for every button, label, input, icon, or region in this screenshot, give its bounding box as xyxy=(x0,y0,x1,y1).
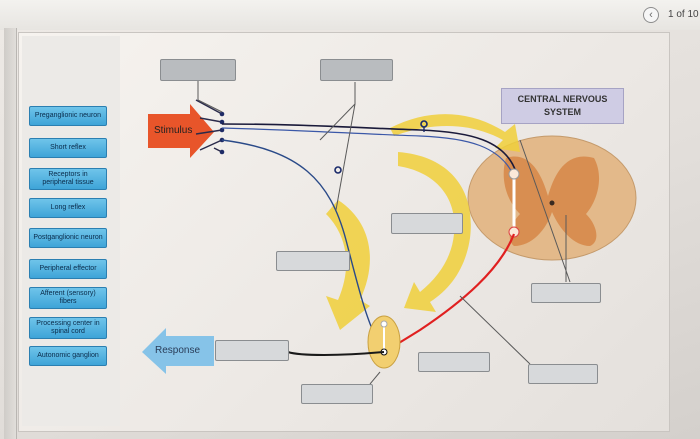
drop-target-7[interactable] xyxy=(418,352,490,372)
cns-title-line2: SYSTEM xyxy=(543,107,581,117)
drop-target-5[interactable] xyxy=(531,283,601,303)
drop-target-4[interactable] xyxy=(276,251,350,271)
stimulus-label: Stimulus xyxy=(154,125,193,136)
label-tile-receptors[interactable]: Receptors in peripheral tissue xyxy=(29,168,107,190)
label-tile-autonomic-ganglion[interactable]: Autonomic ganglion xyxy=(29,346,107,366)
receptor-dots xyxy=(219,111,225,155)
sensory-fiber-to-ganglion xyxy=(221,139,381,347)
cns-title-line1: CENTRAL NERVOUS xyxy=(517,94,608,104)
chevron-left-icon[interactable]: ‹ xyxy=(643,7,659,23)
label-tile-processing-center[interactable]: Processing center in spinal cord xyxy=(29,317,107,339)
drop-target-8[interactable] xyxy=(528,364,598,384)
drop-target-3[interactable] xyxy=(391,213,463,234)
central-canal xyxy=(549,200,555,206)
stimulus-arrow xyxy=(148,104,214,158)
sensory-cell-body xyxy=(334,166,342,174)
response-label: Response xyxy=(155,345,201,356)
long-reflex-arrow xyxy=(398,152,471,312)
left-rail xyxy=(4,28,17,439)
afferent-fiber xyxy=(221,123,517,173)
label-tile-long-reflex[interactable]: Long reflex xyxy=(29,198,107,218)
label-tile-peripheral-effector[interactable]: Peripheral effector xyxy=(29,259,107,279)
label-tile-short-reflex[interactable]: Short reflex xyxy=(29,138,107,158)
label-tile-postganglionic-neuron[interactable]: Postganglionic neuron xyxy=(29,228,107,248)
leader-lines xyxy=(197,80,571,385)
drop-target-2[interactable] xyxy=(320,59,393,81)
top-bar xyxy=(0,0,700,30)
afferent-fiber-secondary xyxy=(221,127,515,177)
afferent-flow-arrow xyxy=(390,114,520,152)
drop-target-6[interactable] xyxy=(215,340,289,361)
drop-target-1[interactable] xyxy=(160,59,236,81)
response-arrow xyxy=(142,328,214,374)
receptor-endings xyxy=(195,99,223,153)
cns-title: CENTRAL NERVOUS SYSTEM xyxy=(501,88,624,124)
postganglionic-fiber xyxy=(287,351,385,356)
label-tile-preganglionic-neuron[interactable]: Preganglionic neuron xyxy=(29,106,107,126)
preganglionic-fiber xyxy=(383,233,516,353)
label-tile-afferent-fibers[interactable]: Afferent (sensory) fibers xyxy=(29,287,107,309)
drop-target-9[interactable] xyxy=(301,384,373,404)
page-counter: 1 of 10 xyxy=(668,9,699,20)
